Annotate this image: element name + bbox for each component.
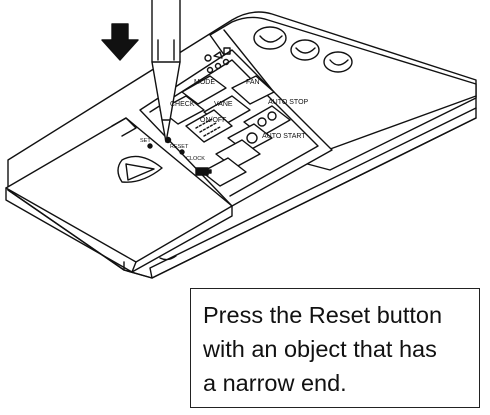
round-button-3[interactable]	[323, 51, 353, 73]
mode-button[interactable]	[181, 75, 227, 105]
reset-label: RESET	[170, 144, 189, 150]
set-label: SET	[140, 138, 151, 144]
caption-line-2: with an object that has	[203, 336, 437, 362]
auto-stop-label: AUTO STOP	[268, 99, 309, 106]
mode-symbols	[204, 47, 231, 74]
down-arrow-icon	[101, 23, 139, 61]
caption-line-1: Press the Reset button	[203, 302, 443, 328]
timer-button[interactable]	[185, 109, 233, 143]
set-hole	[147, 143, 153, 149]
fan-label: FAN	[246, 79, 260, 86]
round-button-1[interactable]	[253, 26, 287, 50]
lower-button[interactable]	[201, 157, 247, 187]
auto-start-label: AUTO START	[262, 133, 306, 140]
clock-hole	[179, 149, 185, 155]
pen-icon	[151, 0, 181, 143]
round-button-2[interactable]	[290, 39, 320, 61]
mode-label: MODE	[194, 79, 215, 86]
instruction-callout: Press the Reset button with an object th…	[190, 288, 480, 408]
triangle-play-icon	[117, 155, 163, 183]
battery-icon	[195, 167, 212, 176]
fan-button[interactable]	[231, 75, 275, 105]
clock-label: CLOCK	[186, 156, 205, 162]
caption-line-3: a narrow end.	[203, 370, 347, 396]
timer-label: ON/OFF	[200, 117, 226, 124]
vane-label: VANE	[214, 101, 233, 108]
check-label: CHECK	[170, 101, 195, 108]
